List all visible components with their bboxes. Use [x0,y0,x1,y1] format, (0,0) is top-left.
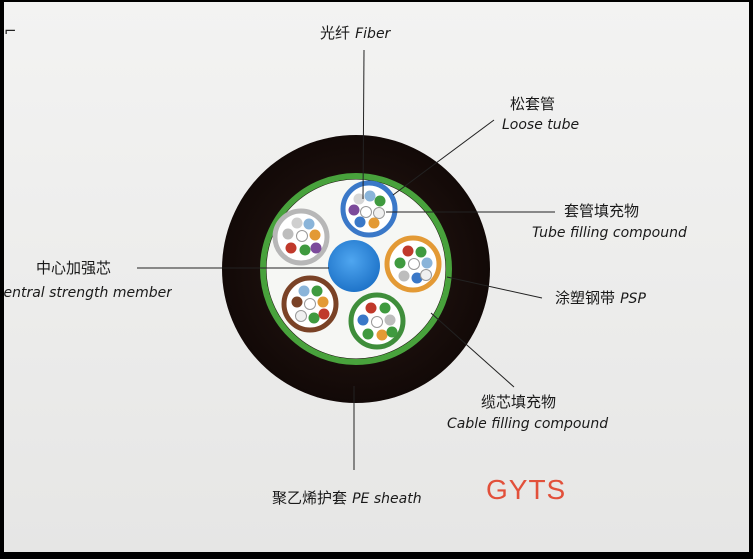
label-pe-sheath-en: PE sheath [352,491,422,507]
label-cable-filling-en: Cable filling compound [447,416,609,432]
label-tube-filling-en: Tube filling compound [532,225,687,241]
leader-line-cable-filling [430,312,515,388]
leader-line-loose-tube [392,119,495,196]
label-loose-tube: 松套管 Loose tube [502,95,580,133]
label-pe-sheath: 聚乙烯护套 PE sheath [272,489,422,507]
loose-tube-brown [281,275,339,333]
leader-line-psp [446,276,543,299]
label-psp-en: PSP [620,291,646,307]
label-tube-filling-zh: 套管填充物 [564,202,640,220]
label-cable-filling-zh: 缆芯填充物 [481,393,557,411]
central-strength-member [328,240,380,292]
cropped-edge-glyph: ⌐ [4,22,17,40]
label-central-member-en: Central strength member [4,285,172,301]
page: ⌐ [4,2,749,552]
loose-tube-orange [384,235,442,293]
label-central-member: 中心加强芯 Central strength member [4,261,172,304]
cable-cross-section-diagram [137,49,555,470]
label-fiber-zh: 光纤 [320,24,351,42]
loose-tube-blue [340,180,398,238]
leader-line-fiber [362,49,365,200]
label-cable-filling: 缆芯填充物 Cable filling compound [447,393,609,432]
label-fiber: 光纤 Fiber [320,24,391,42]
label-fiber-en: Fiber [355,26,391,42]
psp-ring [260,173,452,365]
label-loose-tube-en: Loose tube [502,117,580,133]
label-central-member-zh: 中心加强芯 [36,259,112,277]
label-loose-tube-zh: 松套管 [510,95,556,113]
loose-tube-gray [272,208,330,266]
cable-type-label: GYTS [486,474,567,505]
label-psp-zh: 涂塑钢带 [555,289,616,307]
label-pe-sheath-zh: 聚乙烯护套 [272,489,348,507]
label-tube-filling: 套管填充物 Tube filling compound [532,202,687,241]
loose-tube-green [348,292,406,350]
label-psp: 涂塑钢带 PSP [555,289,646,307]
